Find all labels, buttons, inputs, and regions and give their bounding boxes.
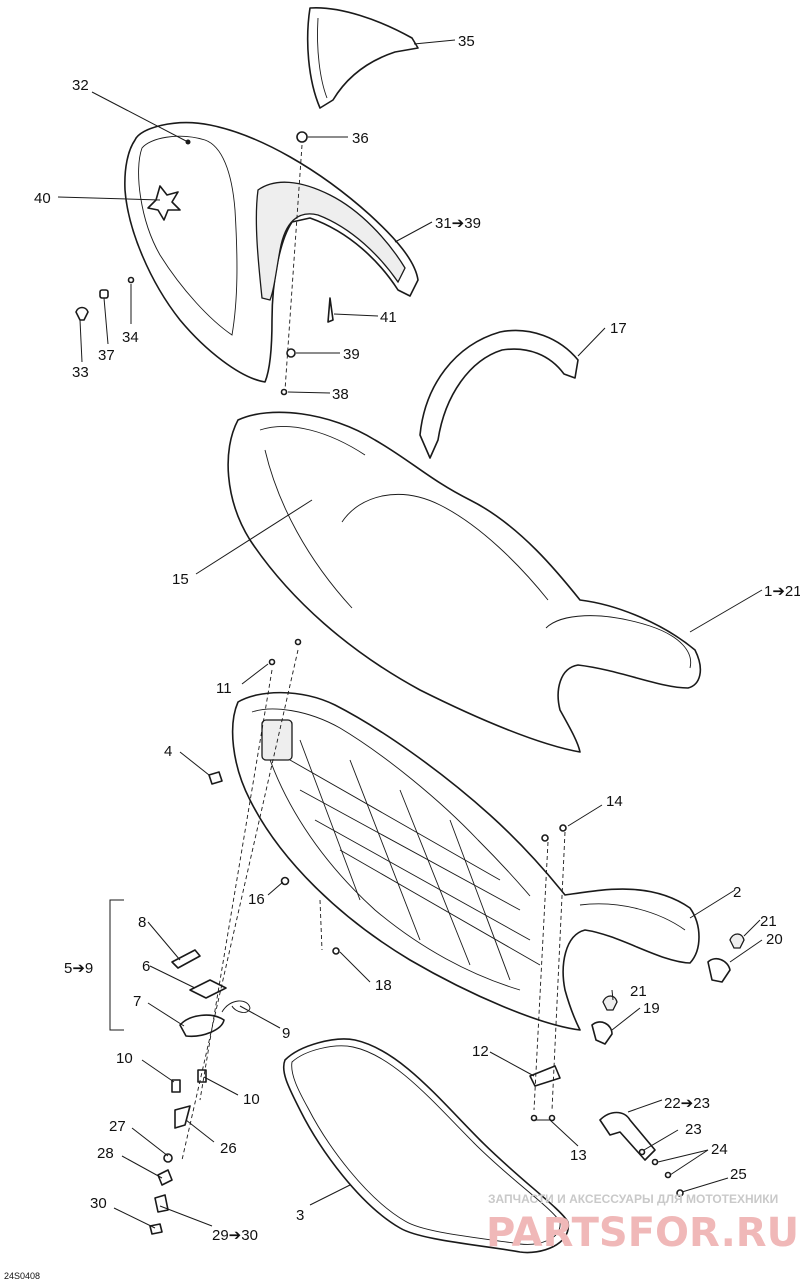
callout-29-30: 29➔30 [212, 1227, 258, 1244]
callout-38: 38 [332, 386, 349, 403]
callout-20: 20 [766, 931, 783, 948]
parts-19-20-21-bumpers [591, 933, 745, 1045]
callout-25: 25 [730, 1166, 747, 1183]
callout-1-21: 1➔21 [764, 583, 800, 600]
part-16-nut [280, 876, 290, 886]
callout-19: 19 [643, 1000, 660, 1017]
callout-41: 41 [380, 309, 397, 326]
callout-18: 18 [375, 977, 392, 994]
callout-labels: 35 36 32 40 31➔39 41 39 38 34 37 33 17 1… [34, 33, 800, 1244]
callout-5-9: 5➔9 [64, 960, 93, 977]
callout-35: 35 [458, 33, 475, 50]
part-14-clips [541, 824, 567, 842]
callout-28: 28 [97, 1145, 114, 1162]
callout-7: 7 [133, 993, 141, 1010]
callout-3: 3 [296, 1207, 304, 1224]
diagram-id: 24S0408 [4, 1271, 40, 1281]
callout-12: 12 [472, 1043, 489, 1060]
callout-16: 16 [248, 891, 265, 908]
callout-21-top: 21 [760, 913, 777, 930]
callout-34: 34 [122, 329, 139, 346]
part-35-grab-handle [306, 7, 419, 109]
callout-2: 2 [733, 884, 741, 901]
leader-lines [57, 39, 763, 1229]
callout-11: 11 [216, 680, 232, 697]
callout-6: 6 [142, 958, 150, 975]
callout-17: 17 [610, 320, 627, 337]
part-3-seal-inner [291, 1045, 561, 1245]
callout-22-23: 22➔23 [664, 1095, 710, 1112]
parts-12-13-bracket [529, 1065, 561, 1122]
part-11-screws [268, 638, 302, 666]
callout-30: 30 [90, 1195, 107, 1212]
part-4-nut [208, 771, 223, 785]
callout-24: 24 [711, 1141, 728, 1158]
callout-8: 8 [138, 914, 146, 931]
callout-36: 36 [352, 130, 369, 147]
part-17-seat-strap [419, 329, 579, 459]
part-32-rear-cover [124, 121, 419, 383]
part-3-seal [282, 1038, 569, 1254]
callout-31-39: 31➔39 [435, 215, 481, 232]
watermark-brand: PARTSFOR.RU [486, 1210, 799, 1256]
callout-32: 32 [72, 77, 89, 94]
parts-22-25-bracket [599, 1111, 684, 1197]
part-15-seat-cover [227, 411, 702, 753]
callout-27: 27 [109, 1118, 126, 1135]
parts-33-34-37-hardware [75, 276, 135, 321]
callout-10-left: 10 [116, 1050, 133, 1067]
callout-10-right: 10 [243, 1091, 260, 1108]
watermark: ЗАПЧАСТИ И АКСЕССУАРЫ ДЛЯ МОТОТЕХНИКИ PA… [486, 1192, 799, 1256]
callout-26: 26 [220, 1140, 237, 1157]
callout-21-bottom: 21 [630, 983, 647, 1000]
part-36-nut [296, 131, 308, 143]
part-2-seat-base [231, 691, 700, 1031]
parts-5-9-latch-assembly [109, 899, 251, 1235]
callout-33: 33 [72, 364, 89, 381]
part-18-nut [332, 947, 340, 955]
part-40-decal [147, 185, 181, 221]
callout-9: 9 [282, 1025, 290, 1042]
parts-38-39-41-fasteners [280, 297, 334, 396]
assembly-dashed-lines [181, 144, 566, 1161]
callout-13: 13 [570, 1147, 587, 1164]
watermark-caption: ЗАПЧАСТИ И АКСЕССУАРЫ ДЛЯ МОТОТЕХНИКИ [488, 1192, 778, 1206]
callout-23: 23 [685, 1121, 702, 1138]
callout-15: 15 [172, 571, 189, 588]
callout-40: 40 [34, 190, 51, 207]
callout-14: 14 [606, 793, 623, 810]
callout-37: 37 [98, 347, 115, 364]
callout-4: 4 [164, 743, 172, 760]
callout-39: 39 [343, 346, 360, 363]
